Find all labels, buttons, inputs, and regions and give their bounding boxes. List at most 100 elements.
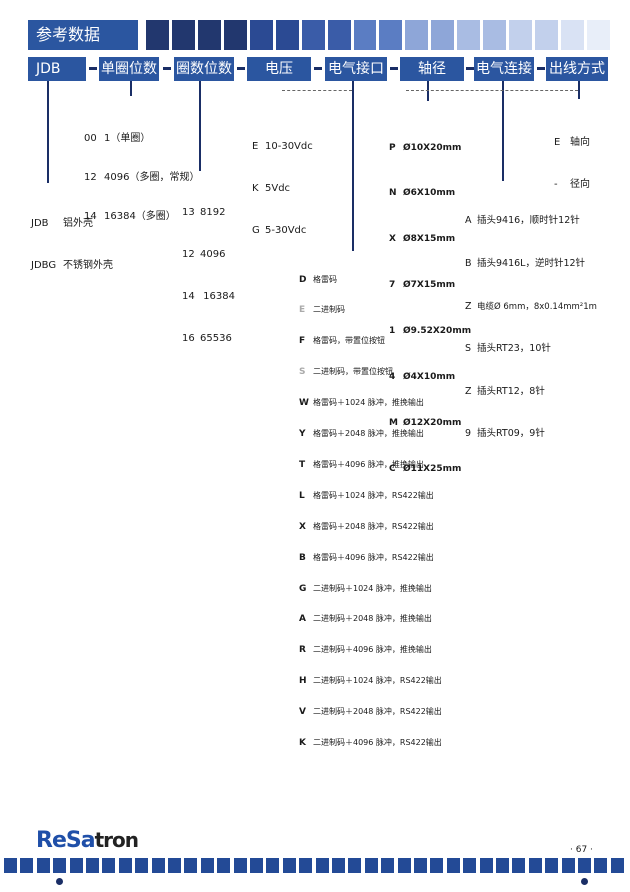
- footer-square: [446, 858, 460, 873]
- header-square: [146, 20, 169, 50]
- footer-square: [397, 858, 411, 873]
- footer-square: [364, 858, 378, 873]
- code-box-multi-turn: 圈数位数: [174, 57, 234, 81]
- header-square: [457, 20, 481, 50]
- section-title: 参考数据: [28, 20, 138, 50]
- footer-square: [151, 858, 165, 873]
- footer-square: [463, 858, 477, 873]
- separator-dash: [163, 67, 171, 70]
- connector-line-shaft: [427, 81, 429, 101]
- dashed-link-voltage: [282, 90, 352, 91]
- footer-square: [168, 858, 181, 873]
- separator-dash: [237, 67, 245, 70]
- footer-square: [430, 858, 444, 873]
- code-box-voltage: 电压: [247, 57, 311, 81]
- footer-square: [479, 858, 493, 873]
- header-square: [561, 20, 584, 50]
- separator-dash: [466, 67, 474, 70]
- separator-dash: [537, 67, 545, 70]
- code-box-shaft: 轴径: [400, 57, 464, 81]
- connector-line-outlet: [578, 81, 580, 99]
- connector-line-single-turn: [130, 81, 132, 96]
- list-item: 14 16384: [182, 291, 235, 302]
- dashed-link-outlet: [406, 90, 578, 91]
- separator-dash: [89, 67, 97, 70]
- code-box-outlet: 出线方式: [546, 57, 608, 81]
- header-square: [379, 20, 403, 50]
- header-square: [509, 20, 533, 50]
- header-square: [327, 20, 351, 50]
- header-square: [431, 20, 455, 50]
- footer-dot-right: [581, 878, 588, 885]
- header-square: [353, 20, 377, 50]
- header-square: [171, 20, 195, 50]
- footer-square: [53, 858, 67, 873]
- header-square: [586, 20, 610, 50]
- footer-square: [528, 858, 542, 873]
- separator-dash: [390, 67, 398, 70]
- code-box-interface: 电气接口: [325, 57, 387, 81]
- footer-square: [545, 858, 559, 873]
- footer-square: [266, 858, 280, 873]
- footer-square: [332, 858, 345, 873]
- footer-square: [250, 858, 263, 873]
- header-square: [275, 20, 299, 50]
- list-item: -径向: [554, 179, 590, 190]
- footer-square: [36, 858, 50, 873]
- footer-square: [217, 858, 231, 873]
- separator-dash: [314, 67, 322, 70]
- footer-square: [512, 858, 526, 873]
- footer-square-row: [0, 858, 630, 874]
- footer-dot-left: [56, 878, 63, 885]
- footer-square: [348, 858, 362, 873]
- footer-square: [69, 858, 83, 873]
- header-square: [249, 20, 273, 50]
- header-square: [483, 20, 507, 50]
- page-number: · 67 ·: [570, 845, 593, 855]
- footer-square: [4, 858, 17, 873]
- footer-square: [184, 858, 198, 873]
- footer-square: [233, 858, 247, 873]
- resatron-logo: ReSatron: [36, 828, 139, 853]
- connector-line-multi-turn: [199, 81, 201, 171]
- footer-square: [381, 858, 395, 873]
- header-square: [535, 20, 558, 50]
- code-box-connection: 电气连接: [474, 57, 534, 81]
